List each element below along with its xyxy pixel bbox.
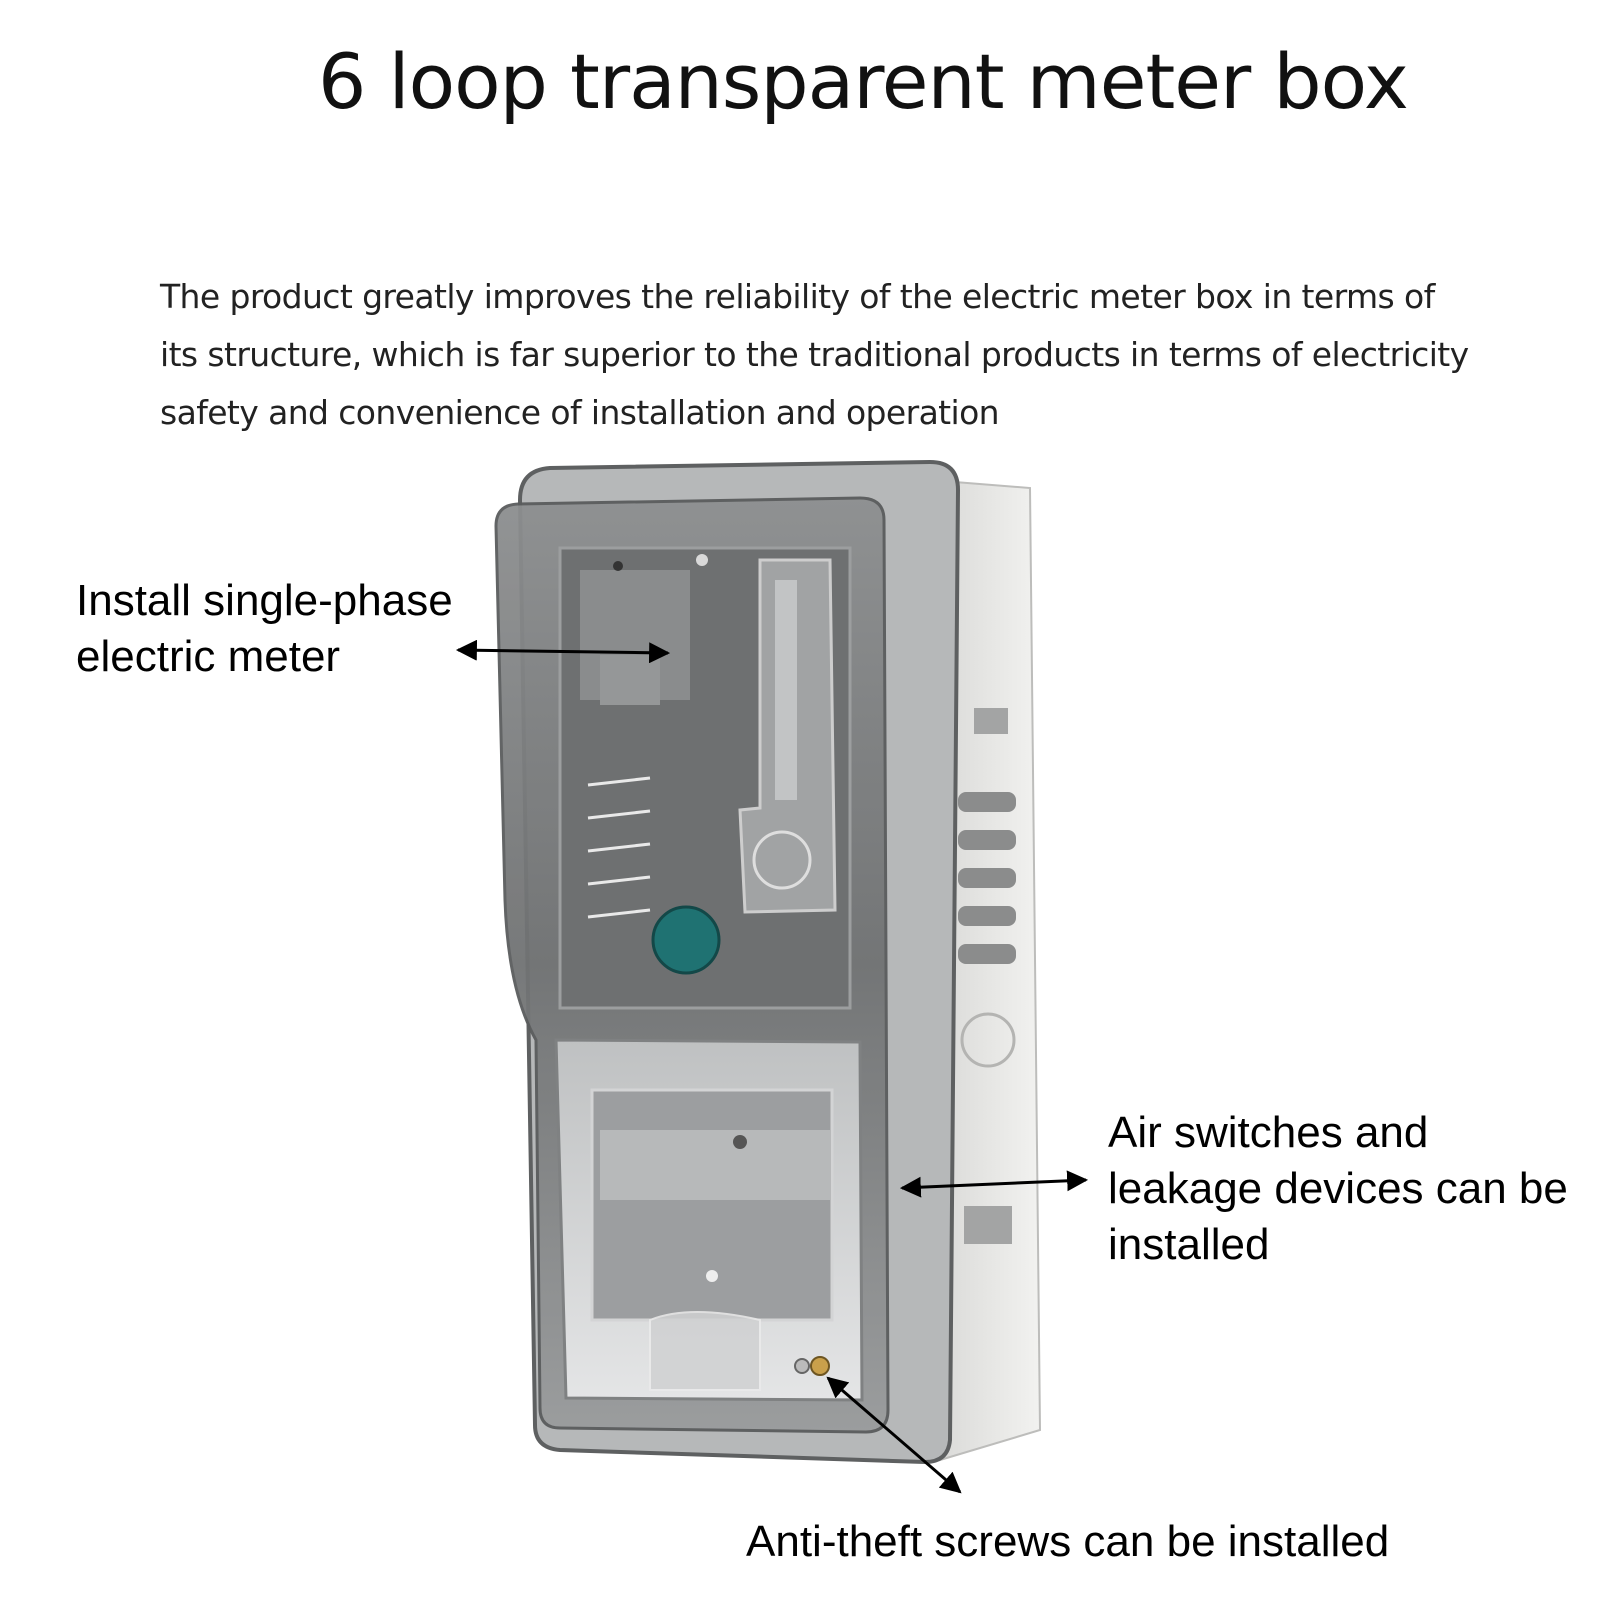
screw-callout-arrow [826,1376,962,1494]
callout-meter-label: Install single-phase electric meter [76,576,453,681]
page-title: 6 loop transparent meter box [318,37,1409,126]
callout-switch-label: Air switches and leakage devices can be … [1108,1108,1568,1269]
product-description: The product greatly improves the reliabi… [160,277,1469,432]
callout-screw-label: Anti-theft screws can be installed [746,1517,1390,1566]
switch-window [554,1038,864,1402]
teal-knob-icon [651,905,721,975]
switch-callout-arrow [899,1170,1089,1198]
meter-callout-arrow [455,639,671,664]
anti-theft-screw-icon [794,1356,830,1376]
